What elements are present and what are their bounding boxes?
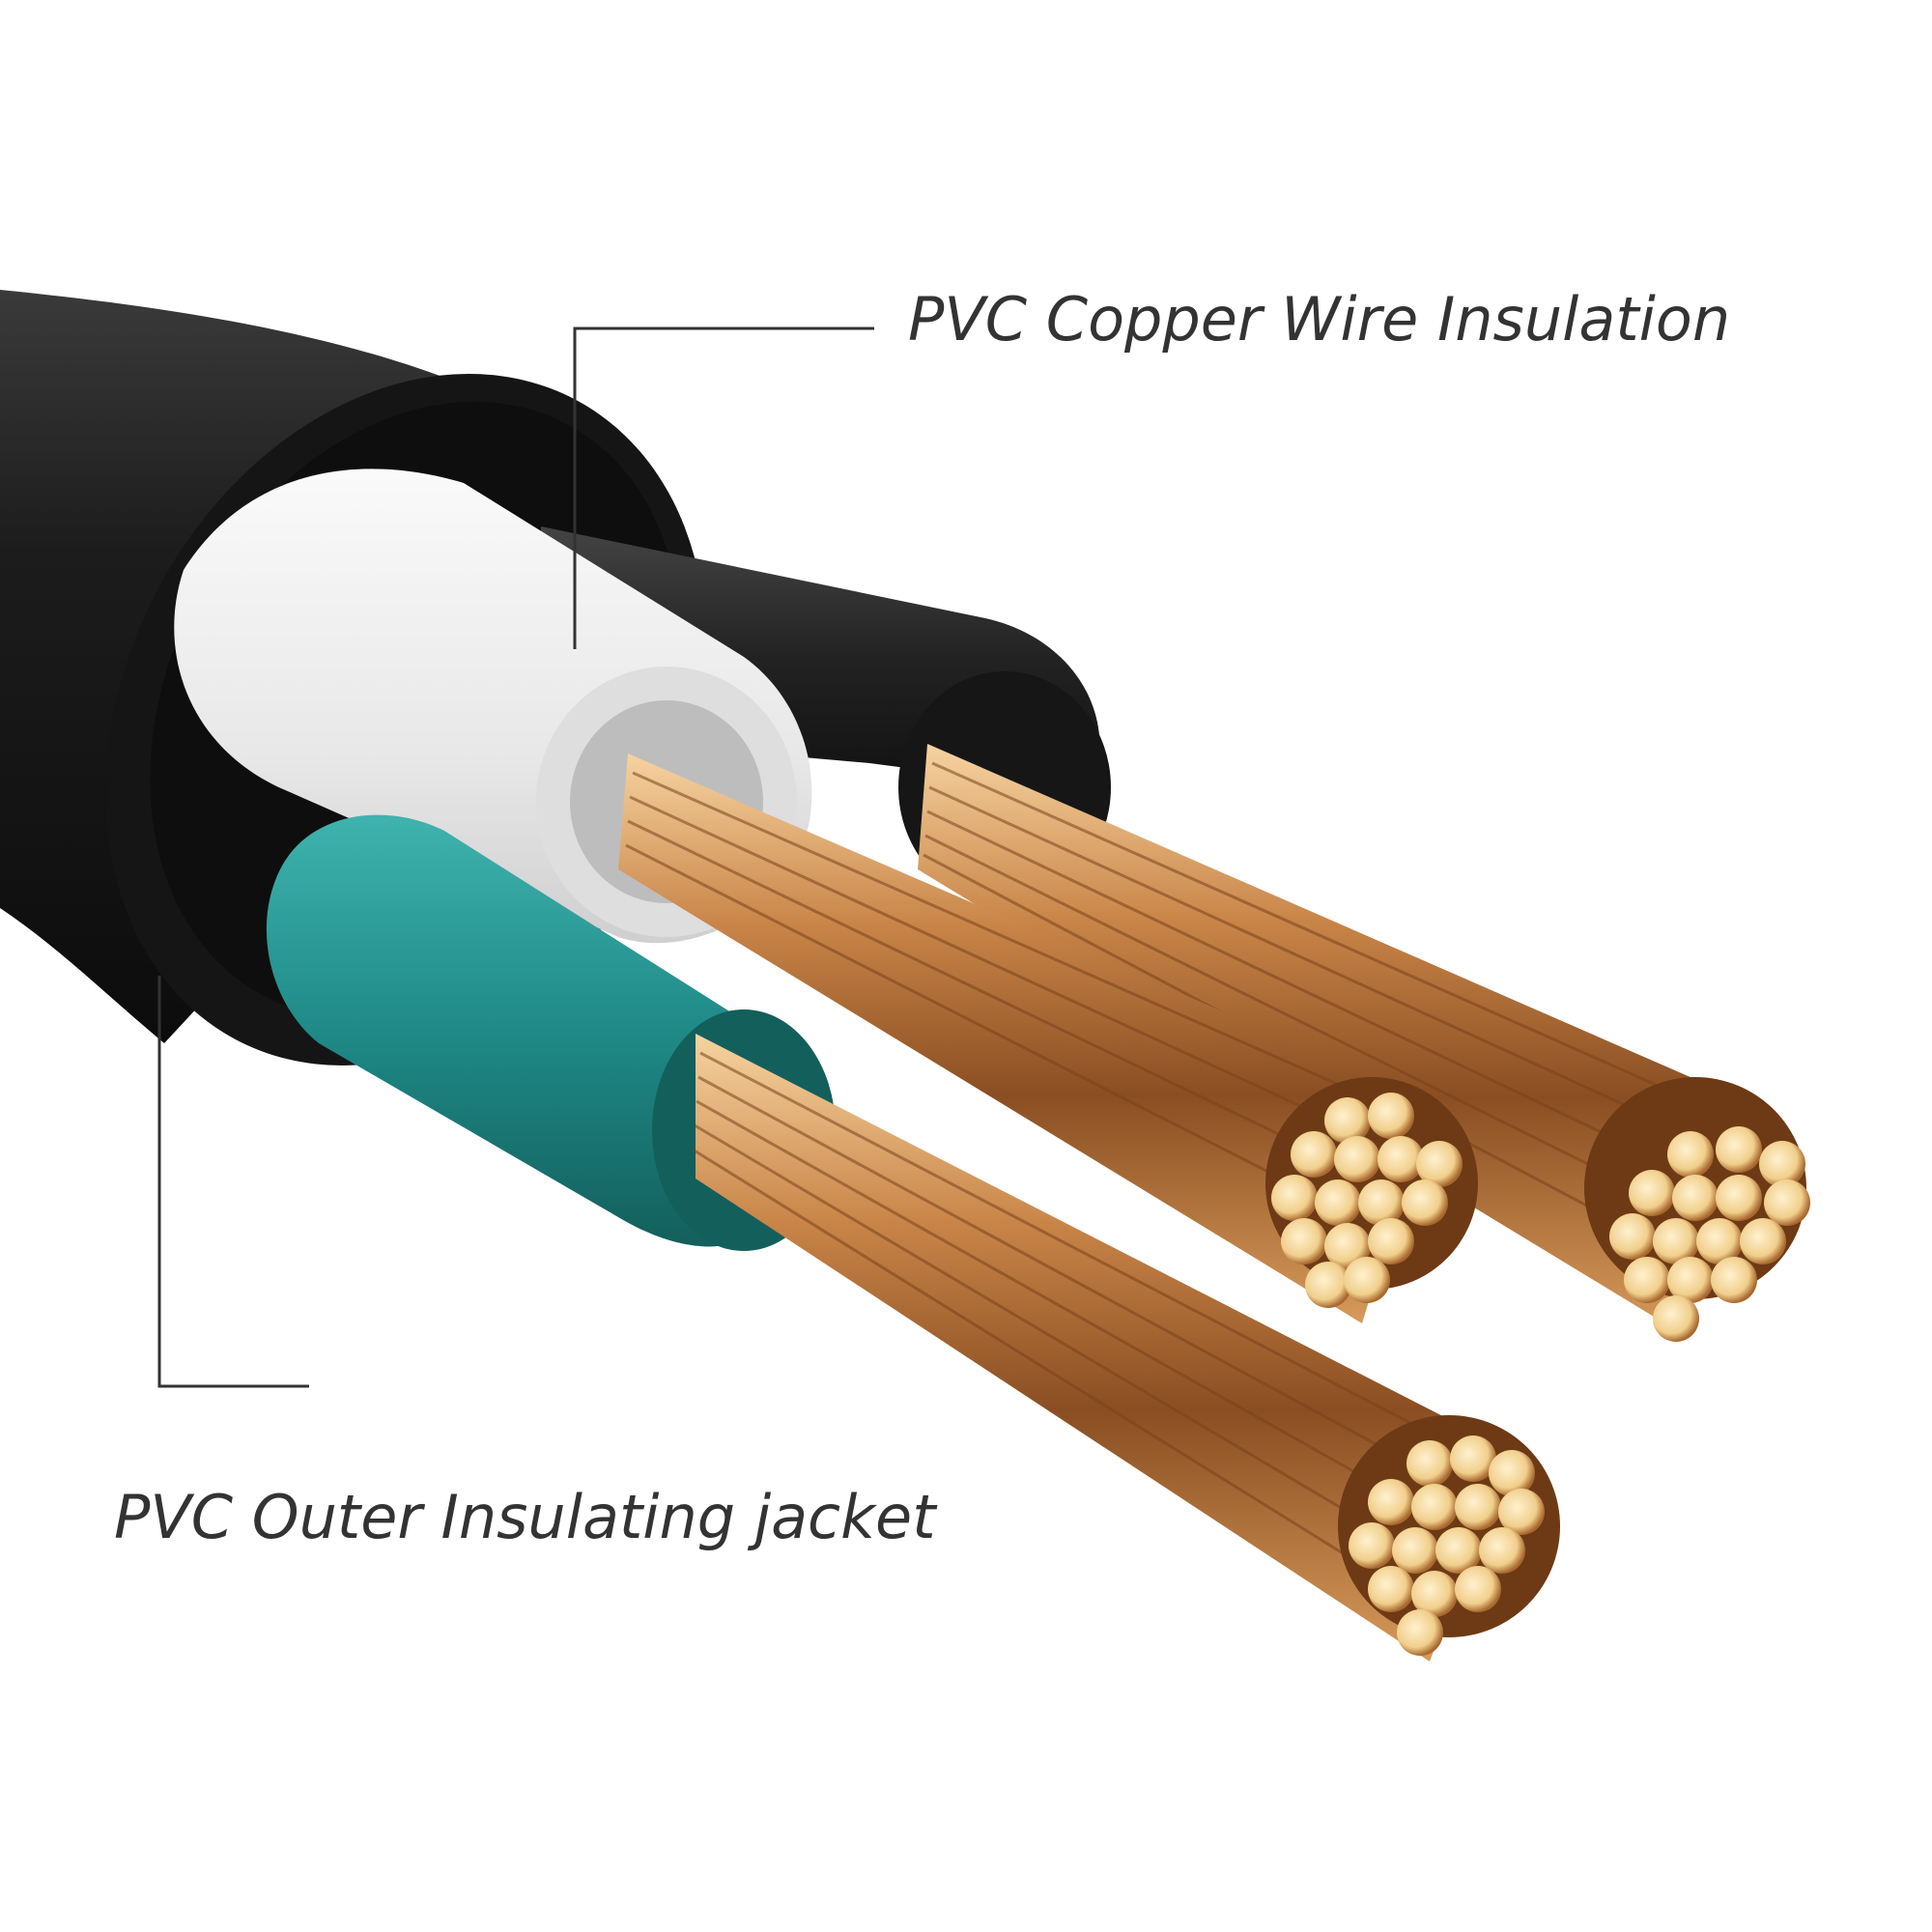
label-pvc-outer-insulating-jacket: PVC Outer Insulating jacket bbox=[114, 1482, 936, 1552]
leader-line-copper-insulation bbox=[573, 327, 874, 649]
copper-conductor-middle bbox=[618, 753, 1478, 1323]
label-pvc-copper-wire-insulation: PVC Copper Wire Insulation bbox=[908, 284, 1731, 355]
leader-line-outer-jacket bbox=[157, 976, 309, 1388]
copper-conductor-front bbox=[692, 1034, 1560, 1662]
copper-conductor-back bbox=[918, 744, 1810, 1342]
